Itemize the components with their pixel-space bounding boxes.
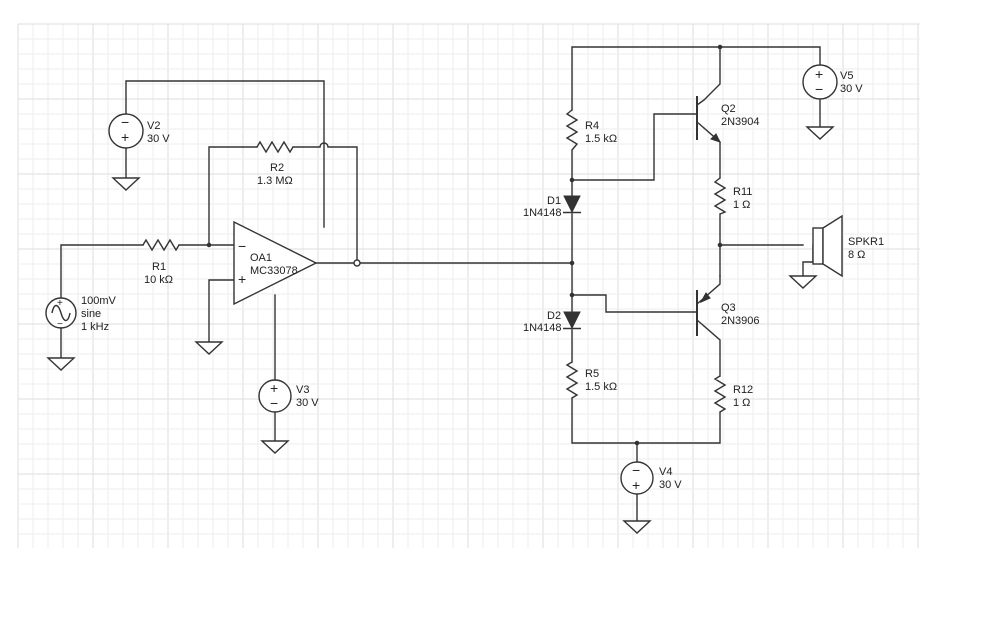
emitter-arrow-icon <box>699 292 711 304</box>
r5-value: 1.5 kΩ <box>585 381 617 393</box>
ground-icon <box>805 126 835 140</box>
r2-label: R2 <box>270 162 284 174</box>
wire-q2-base <box>571 113 698 181</box>
oa1-part: MC33078 <box>250 265 298 277</box>
r4-value: 1.5 kΩ <box>585 133 617 145</box>
ground-icon <box>46 357 76 371</box>
voltage-source-v3[interactable]: + − V3 30 V <box>258 379 319 413</box>
wires <box>60 44 821 522</box>
v1-frequency: 1 kHz <box>81 321 109 333</box>
diode-d1[interactable]: D1 1N4148 <box>523 195 581 219</box>
sine-source-v1[interactable]: + − 100mV sine 1 kHz <box>45 295 117 333</box>
v5-plus-symbol: + <box>815 66 823 82</box>
resistor-r12[interactable]: R12 1 Ω <box>713 375 753 413</box>
q2-part: 2N3904 <box>721 116 760 128</box>
v4-plus-symbol: + <box>632 477 640 493</box>
v3-label: V3 <box>296 384 309 396</box>
resistor-r11[interactable]: R11 1 Ω <box>713 177 752 215</box>
junction-dot <box>206 242 212 248</box>
wire-q3-base <box>571 294 698 313</box>
r12-value: 1 Ω <box>733 397 750 409</box>
wire-feedback-right <box>292 142 358 264</box>
d1-part: 1N4148 <box>523 207 562 219</box>
junction-dot <box>569 292 575 298</box>
v5-value: 30 V <box>840 83 863 95</box>
v4-label: V4 <box>659 466 672 478</box>
opamp-oa1[interactable]: − + OA1 MC33078 <box>233 220 318 306</box>
wire-q2-emitter <box>703 127 721 179</box>
v5-minus-symbol: − <box>815 81 823 97</box>
wire-noninv-to-ground <box>208 279 235 343</box>
d2-label: D2 <box>547 310 561 322</box>
r11-label: R11 <box>733 186 752 198</box>
v3-minus-symbol: − <box>270 395 278 411</box>
spkr1-label: SPKR1 <box>848 236 884 248</box>
wire-source-to-r1 <box>60 244 144 299</box>
r4-label: R4 <box>585 120 599 132</box>
wire-v2-supply <box>125 80 325 228</box>
v2-value: 30 V <box>147 133 170 145</box>
v2-minus-symbol: − <box>121 114 129 130</box>
r5-label: R5 <box>585 368 599 380</box>
v1-shape: sine <box>81 308 101 320</box>
junction-dot <box>717 44 723 50</box>
v4-minus-symbol: − <box>632 462 640 478</box>
v1-plus-symbol: + <box>57 298 63 309</box>
r2-value: 1.3 MΩ <box>257 175 293 187</box>
resistor-r2[interactable]: R2 1.3 MΩ <box>256 140 294 187</box>
wire-q3-collector <box>703 325 721 377</box>
v5-label: V5 <box>840 70 853 82</box>
v3-value: 30 V <box>296 397 319 409</box>
v1-minus-symbol: − <box>57 319 63 330</box>
v4-value: 30 V <box>659 479 682 491</box>
v1-amplitude: 100mV <box>81 295 117 307</box>
inverting-input-symbol: − <box>238 238 246 254</box>
voltage-source-v5[interactable]: + − V5 30 V <box>802 64 863 100</box>
sine-wave-icon <box>51 304 71 322</box>
q2-label: Q2 <box>721 103 736 115</box>
resistor-r1[interactable]: R1 10 kΩ <box>142 238 180 286</box>
grid <box>17 23 920 548</box>
wire-q2-collector <box>703 46 721 101</box>
r12-label: R12 <box>733 384 753 396</box>
oa1-label: OA1 <box>250 252 272 264</box>
v2-label: V2 <box>147 120 160 132</box>
r1-value: 10 kΩ <box>144 274 173 286</box>
ground-icon <box>622 520 652 534</box>
d2-part: 1N4148 <box>523 322 562 334</box>
emitter-arrow-icon <box>710 133 721 143</box>
wire-speaker-ground <box>802 244 814 277</box>
ground-icon <box>194 341 224 355</box>
v3-plus-symbol: + <box>270 380 278 396</box>
q3-part: 2N3906 <box>721 315 760 327</box>
transistor-q2[interactable]: Q2 2N3904 <box>696 96 760 143</box>
ground-icon <box>788 275 818 289</box>
resistor-r5[interactable]: R5 1.5 kΩ <box>565 361 617 399</box>
ground-icon <box>260 440 290 454</box>
wire-top-rail <box>571 46 821 111</box>
resistor-r4[interactable]: R4 1.5 kΩ <box>565 109 617 151</box>
noninverting-input-symbol: + <box>238 271 246 287</box>
transistor-q3[interactable]: Q3 2N3906 <box>696 275 760 336</box>
q3-label: Q3 <box>721 302 736 314</box>
spkr1-value: 8 Ω <box>848 249 865 261</box>
r11-value: 1 Ω <box>733 199 750 211</box>
junction-dot <box>569 177 575 183</box>
output-probe-node[interactable] <box>353 259 361 267</box>
wire-bottom-rail <box>571 397 721 444</box>
diode-d2[interactable]: D2 1N4148 <box>523 310 581 334</box>
speaker-spkr1[interactable]: SPKR1 8 Ω <box>812 214 884 278</box>
r1-label: R1 <box>152 261 166 273</box>
ground-icon <box>111 177 141 191</box>
junction-dot <box>634 440 640 446</box>
v2-plus-symbol: + <box>121 129 129 145</box>
wire-feedback-left <box>208 146 258 246</box>
voltage-source-v4[interactable]: − + V4 30 V <box>620 461 682 495</box>
junction-dot <box>717 242 723 248</box>
junction-dot <box>569 260 575 266</box>
voltage-source-v2[interactable]: − + V2 30 V <box>108 113 170 149</box>
d1-label: D1 <box>547 195 561 207</box>
